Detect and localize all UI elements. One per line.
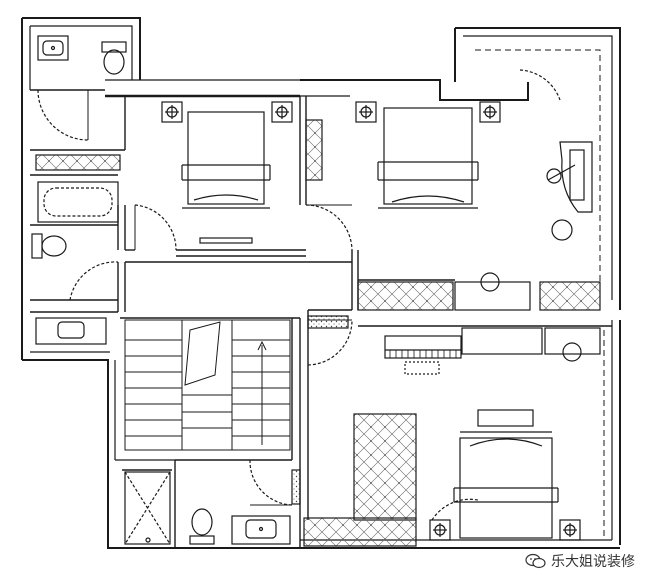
sink-vanity: [37, 35, 69, 61]
wardrobe: [539, 281, 601, 311]
nightstand: [271, 101, 293, 123]
toilet: [31, 233, 67, 259]
desk: [454, 281, 531, 311]
double-bed: [181, 111, 271, 209]
wardrobe: [357, 281, 454, 311]
nightstand: [559, 519, 581, 541]
round-table: [546, 168, 562, 184]
nightstand: [429, 519, 451, 541]
toilet: [101, 41, 127, 75]
balcony-railing: [475, 49, 601, 300]
doors: [37, 69, 561, 521]
nightstand: [479, 101, 501, 123]
sink-vanity: [231, 515, 291, 545]
watermark-text: 乐大姐说装修: [551, 554, 635, 570]
bathtub: [37, 181, 119, 223]
double-bed: [377, 107, 479, 209]
piano-keys: [389, 350, 457, 358]
watermark: 乐大姐说装修: [525, 551, 635, 571]
armchair: [559, 141, 593, 213]
toilet: [189, 508, 215, 545]
double-bed: [453, 431, 559, 539]
wardrobe: [353, 413, 417, 521]
wechat-icon: [525, 553, 546, 569]
nightstand: [161, 101, 183, 123]
piano: [384, 335, 462, 375]
staircase: [124, 319, 291, 451]
desk: [461, 327, 543, 355]
wardrobe: [305, 119, 323, 181]
outer-walls: [21, 17, 621, 549]
nightstand: [355, 101, 377, 123]
sink-vanity: [35, 317, 107, 345]
shower: [124, 471, 171, 545]
